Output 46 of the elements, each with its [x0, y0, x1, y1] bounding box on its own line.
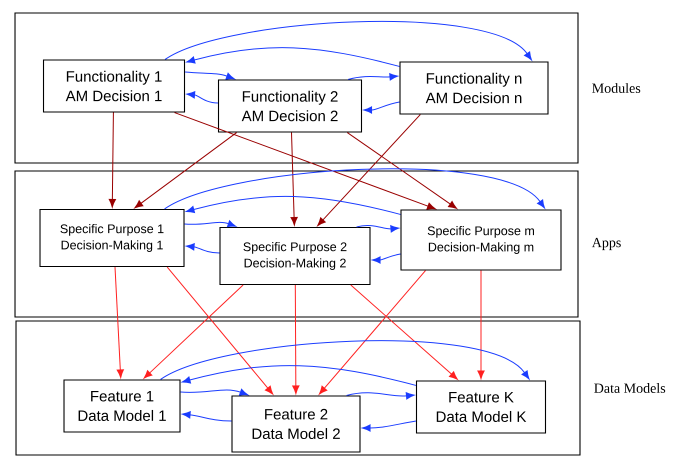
layer-label: Modules — [592, 83, 640, 93]
arrow — [477, 270, 485, 379]
arrow — [372, 254, 401, 264]
layer-band — [14, 12, 579, 164]
arrow — [184, 72, 235, 80]
arrow — [166, 266, 274, 394]
arrow — [164, 168, 545, 210]
arrow — [182, 365, 416, 386]
arrow — [186, 47, 400, 67]
arrow — [108, 112, 116, 208]
layer-band — [14, 170, 579, 318]
arrow — [290, 132, 298, 226]
module-box: Functionality n AM Decision n — [399, 61, 549, 115]
arrow — [356, 224, 400, 232]
layer-label: Data Models — [594, 383, 666, 393]
module-box: Functionality 1 AM Decision 1 — [42, 59, 186, 113]
layer-label: Apps — [592, 238, 621, 250]
arrow — [292, 284, 300, 394]
arrow — [362, 420, 416, 432]
arrow — [350, 284, 458, 380]
arrow — [364, 102, 400, 114]
app-box: Specific Purpose m Decision-Making m — [400, 209, 562, 271]
arrow — [186, 196, 401, 215]
arrow — [346, 132, 457, 209]
arrow — [186, 91, 218, 104]
arrow — [164, 21, 532, 60]
arrow — [174, 112, 436, 210]
data-model-box: Feature K Data Model K — [416, 380, 546, 434]
arrow — [182, 411, 232, 422]
arrow — [184, 220, 236, 228]
arrow — [134, 132, 238, 208]
arrow — [186, 243, 220, 254]
app-box: Specific Purpose 1 Decision-Making 1 — [39, 208, 185, 268]
arrow — [348, 73, 398, 80]
arrow — [180, 388, 248, 396]
layer-band — [15, 320, 581, 456]
arrow — [144, 284, 244, 379]
arrow — [317, 114, 421, 226]
app-box: Specific Purpose 2 Decision-Making 2 — [219, 226, 371, 286]
data-model-box: Feature 2 Data Model 2 — [231, 395, 361, 453]
arrow — [346, 392, 415, 400]
arrow — [114, 266, 124, 378]
arrow — [318, 270, 426, 394]
data-model-box: Feature 1 Data Model 1 — [63, 379, 181, 433]
arrow — [160, 340, 530, 380]
module-box: Functionality 2 AM Decision 2 — [218, 79, 362, 133]
